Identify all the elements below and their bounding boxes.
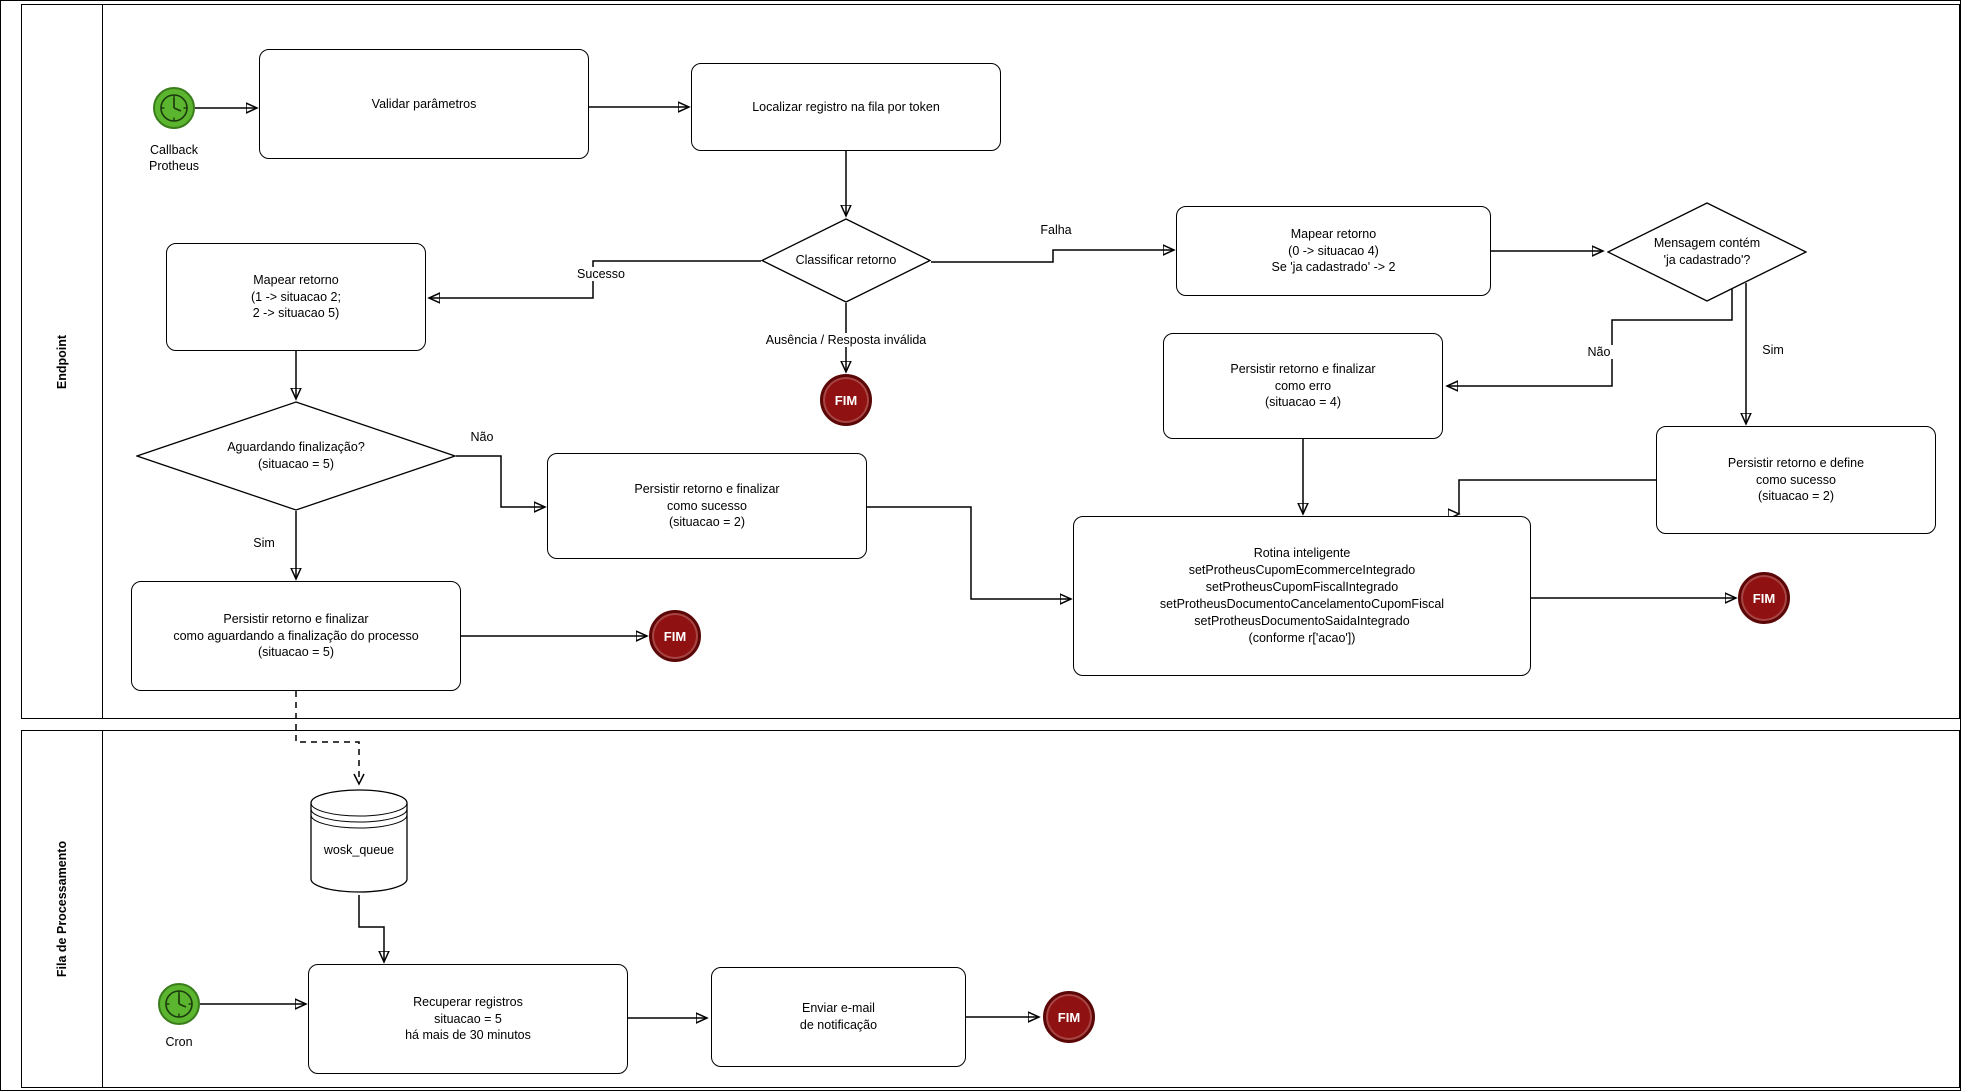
task-persistir-erro[interactable]: Persistir retorno e finalizar como erro … [1163, 333, 1443, 439]
task-label: Persistir retorno e finalizar como erro … [1230, 361, 1376, 410]
diamond-shape [761, 218, 931, 303]
task-recuperar-registros[interactable]: Recuperar registros situacao = 5 há mais… [308, 964, 628, 1074]
datastore-label: wosk_queue [323, 843, 395, 857]
task-persistir-sucesso[interactable]: Persistir retorno e finalizar como suces… [547, 453, 867, 559]
task-mapear-retorno-falha[interactable]: Mapear retorno (0 -> situacao 4) Se 'ja … [1176, 206, 1491, 296]
lane-label: Fila de Processamento [55, 840, 70, 978]
task-label: Mapear retorno (1 -> situacao 2; 2 -> si… [251, 272, 341, 321]
lane-fila-header: Fila de Processamento [22, 731, 103, 1087]
end-event-rotina[interactable]: FIM [1738, 572, 1790, 624]
start-event-callback-protheus[interactable] [153, 87, 195, 129]
task-enviar-email[interactable]: Enviar e-mail de notificação [711, 967, 966, 1067]
clock-icon [160, 94, 188, 122]
task-label: Rotina inteligente setProtheusCupomEcomm… [1159, 546, 1445, 645]
edge-label-falha: Falha [1037, 223, 1075, 237]
gateway-mensagem-contem[interactable]: Mensagem contém 'ja cadastrado'? [1607, 202, 1807, 302]
lane-endpoint-header: Endpoint [22, 5, 103, 718]
gateway-aguardando-finalizacao[interactable]: Aguardando finalização? (situacao = 5) [136, 401, 456, 511]
lane-label: Endpoint [55, 334, 69, 389]
gateway-label: Classificar retorno [795, 253, 897, 268]
gateway-classificar-retorno[interactable]: Classificar retorno [761, 218, 931, 303]
edge-label-sucesso: Sucesso [574, 267, 628, 281]
edge-label-nao: Não [1584, 345, 1614, 359]
edge-label-sim: Sim [1759, 343, 1787, 357]
task-label: Recuperar registros situacao = 5 há mais… [405, 994, 531, 1043]
task-label: Validar parâmetros [371, 96, 477, 111]
task-mapear-retorno-sucesso[interactable]: Mapear retorno (1 -> situacao 2; 2 -> si… [166, 243, 426, 351]
start-event-label: Callback Protheus [148, 143, 200, 174]
cylinder-shape [310, 789, 408, 893]
end-event-aguardando[interactable]: FIM [649, 610, 701, 662]
start-event-label: Cron [165, 1035, 193, 1049]
edge-label-sim: Sim [250, 536, 278, 550]
task-label: Mapear retorno (0 -> situacao 4) Se 'ja … [1271, 226, 1396, 275]
task-validar-parametros[interactable]: Validar parâmetros [259, 49, 589, 159]
task-label: Persistir retorno e finalizar como suces… [634, 481, 780, 530]
datastore-wosk-queue[interactable]: wosk_queue [309, 787, 409, 895]
gateway-label: Aguardando finalização? (situacao = 5) [227, 440, 365, 471]
task-label: Persistir retorno e define como sucesso … [1727, 455, 1865, 504]
end-event-ausencia[interactable]: FIM [820, 374, 872, 426]
task-rotina-inteligente[interactable]: Rotina inteligente setProtheusCupomEcomm… [1073, 516, 1531, 676]
edge-label-ausencia: Ausência / Resposta inválida [762, 333, 930, 347]
task-localizar-registro[interactable]: Localizar registro na fila por token [691, 63, 1001, 151]
end-event-notificacao[interactable]: FIM [1043, 991, 1095, 1043]
task-label: Enviar e-mail de notificação [799, 1001, 878, 1032]
gateway-label: Mensagem contém 'ja cadastrado'? [1653, 236, 1761, 267]
task-label: Persistir retorno e finalizar como aguar… [173, 611, 419, 660]
start-event-cron[interactable] [158, 983, 200, 1025]
task-label: Localizar registro na fila por token [752, 99, 940, 114]
task-persistir-define-sucesso[interactable]: Persistir retorno e define como sucesso … [1656, 426, 1936, 534]
diamond-shape [136, 401, 456, 511]
clock-icon [165, 990, 193, 1018]
edge-label-nao: Não [467, 430, 497, 444]
task-persistir-aguardando[interactable]: Persistir retorno e finalizar como aguar… [131, 581, 461, 691]
